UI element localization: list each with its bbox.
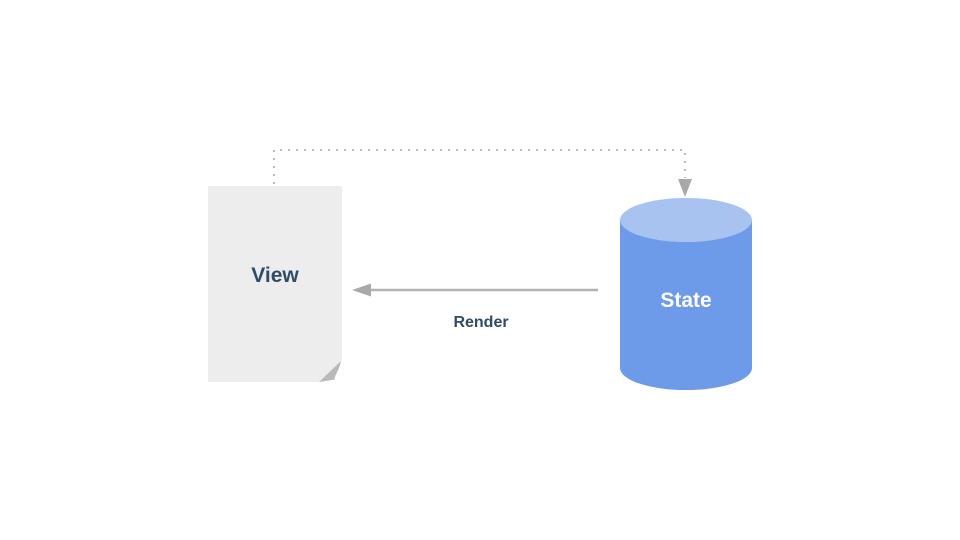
node-view: View bbox=[208, 186, 342, 382]
state-cylinder-body bbox=[620, 220, 752, 390]
node-state: State bbox=[620, 198, 752, 390]
update-connector-line bbox=[273, 149, 686, 184]
update-connector-arrowhead-icon bbox=[678, 179, 692, 197]
state-cylinder-top bbox=[620, 198, 752, 242]
view-document-shape bbox=[208, 186, 342, 382]
state-node-label: State bbox=[660, 289, 711, 312]
view-node-label: View bbox=[251, 264, 299, 287]
render-edge-arrowhead-icon bbox=[352, 283, 371, 297]
render-edge-label: Render bbox=[453, 314, 508, 331]
view-document-fold-icon bbox=[319, 361, 341, 382]
